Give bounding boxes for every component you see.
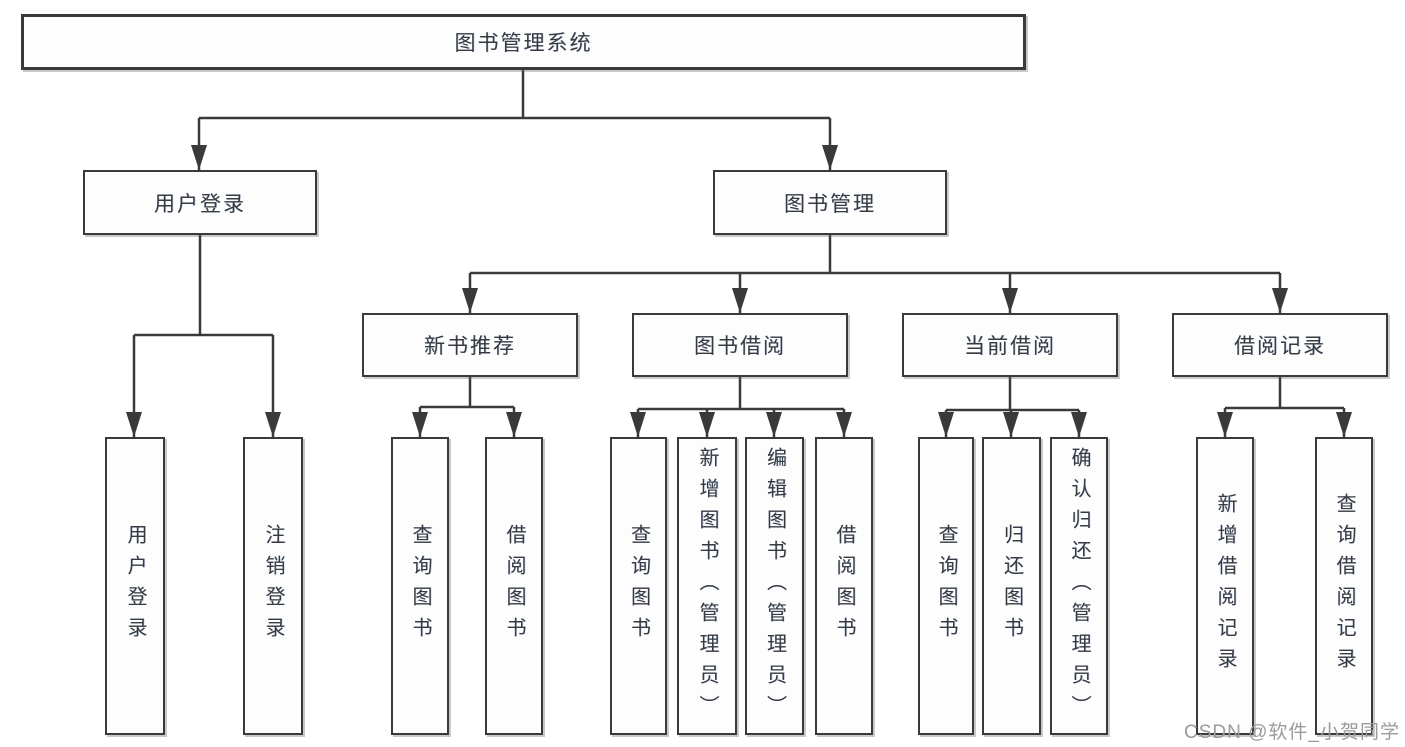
leaf-query-book-3: 查询图书 <box>918 437 974 735</box>
leaf-edit-book-admin: 编辑图书（管理员） <box>745 437 804 735</box>
arrowheads <box>126 145 1352 437</box>
leaf-query-borrow-record: 查询借阅记录 <box>1315 437 1373 735</box>
leaf-query-book-1: 查询图书 <box>391 437 449 735</box>
connector-book-mgmt-to-level3 <box>468 235 1282 313</box>
connector-book-borrow-children <box>636 377 846 437</box>
node-new-book-recommend: 新书推荐 <box>362 313 578 377</box>
leaf-user-login: 用户登录 <box>105 437 165 735</box>
node-borrow-record: 借阅记录 <box>1172 313 1388 377</box>
connector-new-book-children <box>418 377 516 437</box>
leaf-confirm-return-admin: 确认归还（管理员） <box>1050 437 1108 735</box>
leaf-add-borrow-record: 新增借阅记录 <box>1196 437 1254 735</box>
node-current-borrow: 当前借阅 <box>902 313 1118 377</box>
leaf-borrow-book-1: 借阅图书 <box>485 437 543 735</box>
connector-root-to-level2 <box>197 70 832 170</box>
leaf-query-book-2: 查询图书 <box>610 437 667 735</box>
watermark: CSDN @软件_小贺同学 <box>1184 722 1400 743</box>
node-book-borrow: 图书借阅 <box>632 313 848 377</box>
connector-borrow-record-children <box>1223 377 1346 437</box>
node-user-login: 用户登录 <box>83 170 317 235</box>
leaf-return-book: 归还图书 <box>982 437 1041 735</box>
leaf-logout: 注销登录 <box>243 437 303 735</box>
leaf-add-book-admin: 新增图书（管理员） <box>677 437 737 735</box>
node-root-system: 图书管理系统 <box>21 14 1026 70</box>
connector-user-login-children <box>132 235 275 437</box>
leaf-borrow-book-2: 借阅图书 <box>815 437 873 735</box>
node-book-management: 图书管理 <box>713 170 947 235</box>
